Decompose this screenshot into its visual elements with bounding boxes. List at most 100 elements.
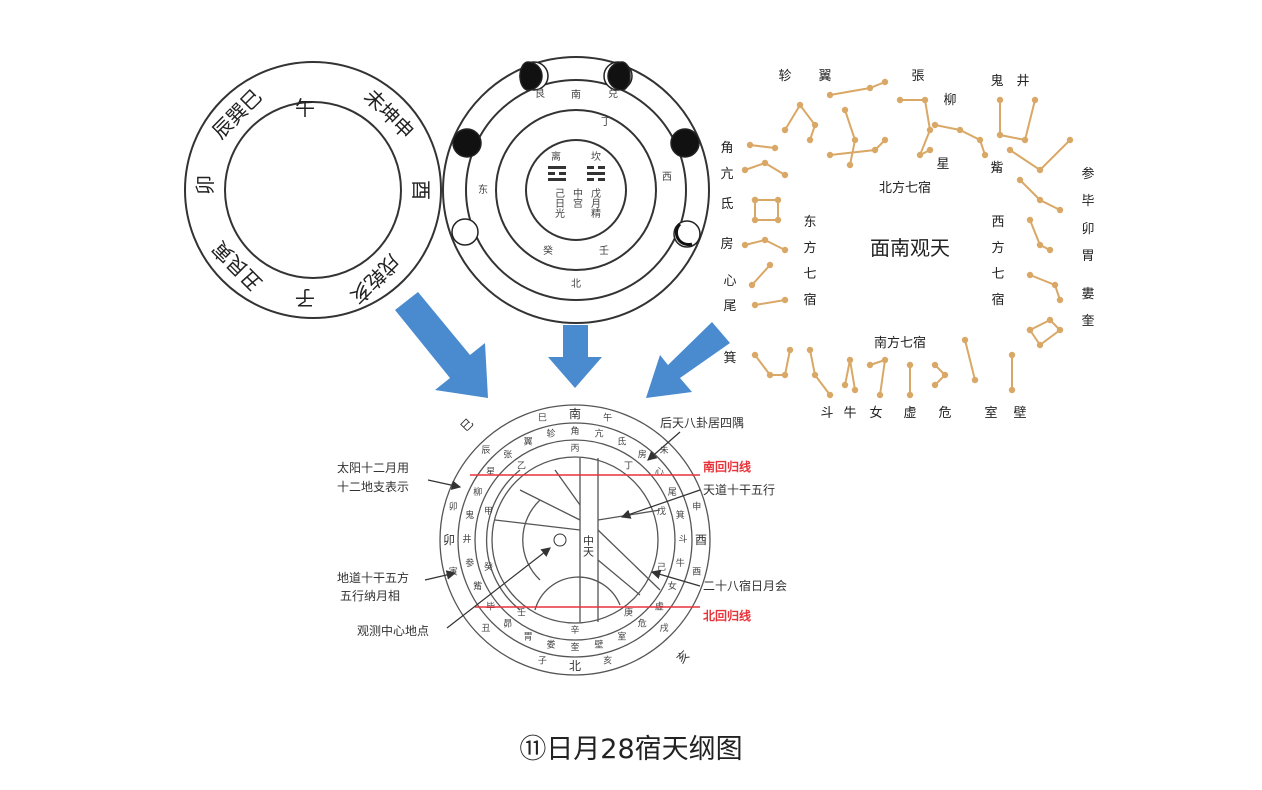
mansion-label: 胃 — [1081, 249, 1094, 264]
ring-char: 午 — [603, 411, 612, 423]
label-ren: 壬 — [599, 245, 609, 257]
star-dot — [1016, 176, 1024, 184]
label-wu: 午 — [295, 96, 315, 120]
ring-char: 卯 — [449, 501, 458, 512]
gangtu-circle — [439, 404, 711, 676]
annotation-observer: 观测中心地点 — [357, 623, 429, 638]
gangtu-center: 中天 — [582, 535, 595, 558]
star-dot — [1008, 386, 1016, 394]
star-dot — [971, 376, 979, 384]
mansion-label: 井 — [1016, 74, 1029, 89]
ring-char: 戊 — [657, 505, 666, 517]
ring-char: 危 — [638, 617, 647, 629]
ring-char: 昴 — [503, 618, 512, 629]
east-group-char: 宿 — [803, 292, 816, 308]
constellation-line — [964, 339, 976, 381]
center-sun: 己日光 — [553, 188, 565, 219]
moon-diagram-labels: 南 北 东 西 离 坎 艮 兑 丁 癸 壬 — [478, 87, 672, 290]
west-group-char: 宿 — [991, 292, 1004, 308]
mansion-label: 婁 — [1081, 287, 1094, 302]
moon-phase-icon — [452, 128, 482, 158]
star-dot — [781, 296, 789, 304]
label-chen-xun-si: 辰巽巳 — [207, 84, 266, 143]
ring-char: 壁 — [594, 638, 603, 650]
ring-char: 癸 — [484, 561, 493, 573]
ring-char: 牛 — [676, 557, 685, 569]
star-dot — [846, 161, 854, 169]
ring-char: 子 — [538, 656, 547, 667]
annotation-ershiba: 二十八宿日月会 — [703, 578, 787, 593]
west-group-char: 方 — [991, 240, 1004, 256]
star-dot — [806, 346, 814, 354]
star-dot — [781, 371, 789, 379]
mansion-label: 女 — [869, 405, 882, 421]
star-dot — [996, 131, 1004, 139]
ring-char: 鬼 — [465, 509, 474, 521]
mansion-label: 觜 — [990, 161, 1003, 176]
moon-phase-icon — [451, 218, 479, 246]
ring-char: 己 — [657, 562, 666, 573]
star-dot — [1051, 281, 1059, 289]
star-dot — [761, 159, 769, 167]
mansion-label: 虚 — [903, 406, 916, 421]
star-dot — [781, 126, 789, 134]
star-dot — [751, 351, 759, 359]
ring-char: 角 — [570, 425, 579, 437]
gangtu-si: 巳 — [458, 416, 476, 434]
constellation-line — [754, 299, 786, 306]
east-group-char: 方 — [803, 240, 816, 256]
center-moon: 戊月精 — [589, 188, 601, 219]
star-dot — [896, 96, 904, 104]
star-dot — [748, 281, 756, 289]
star-dot — [1036, 196, 1044, 204]
tropic-lines — [470, 474, 700, 608]
gangtu-annotations: 后天八卦居四隅 太阳十二月用 十二地支表示 南回归线 天道十干五行 地道十干五方… — [337, 416, 787, 638]
label-gen: 艮 — [535, 88, 545, 100]
star-dot — [841, 106, 849, 114]
star-dot — [926, 126, 934, 134]
observer-point-icon — [553, 533, 567, 547]
annotation-didao-1: 地道十干五方 — [337, 570, 409, 585]
star-dot — [786, 346, 794, 354]
ring-char: 丙 — [570, 443, 579, 454]
gangtu-north: 北 — [569, 659, 581, 673]
star-dot — [761, 236, 769, 244]
star-dot — [826, 91, 834, 99]
mansion-label: 轸 — [778, 69, 791, 84]
label-dui: 兑 — [608, 87, 618, 100]
label-ding: 丁 — [601, 117, 611, 128]
annotation-tropic-north: 北回归线 — [703, 608, 751, 623]
star-dot — [796, 101, 804, 109]
mansion-label: 柳 — [943, 93, 956, 108]
star-dot — [1056, 206, 1064, 214]
star-dot — [881, 356, 889, 364]
constellation-line — [751, 264, 771, 286]
ring-char: 壬 — [517, 608, 526, 619]
ring-char: 柳 — [473, 486, 482, 498]
ring-char: 亥 — [603, 655, 612, 667]
gangtu-mao: 卯 — [443, 533, 455, 547]
star-dot — [811, 371, 819, 379]
label-zi: 子 — [295, 286, 315, 310]
star-dot — [841, 381, 849, 389]
trigram-li: 离 — [551, 150, 561, 163]
mansion-label: 牛 — [843, 406, 856, 421]
star-dot — [1036, 166, 1044, 174]
star-dot — [1026, 216, 1034, 224]
star-dot — [926, 146, 934, 154]
ring-char: 丑 — [481, 623, 490, 634]
label-you: 酉 — [409, 180, 433, 200]
star-dot — [871, 146, 879, 154]
star-dot — [866, 361, 874, 369]
star-dot — [876, 391, 884, 399]
star-dot — [1056, 326, 1064, 334]
star-dot — [881, 78, 889, 86]
label-xu-qian-hai: 戌乾亥 — [345, 249, 404, 308]
ring-char: 寅 — [449, 566, 458, 578]
star-dot — [916, 151, 924, 159]
west-group-char: 七 — [991, 267, 1004, 282]
star-dot — [961, 336, 969, 344]
sky-center-label: 面南观天 — [870, 236, 950, 260]
moon-center-labels: 己日光 中宫 戊月精 — [553, 187, 601, 219]
